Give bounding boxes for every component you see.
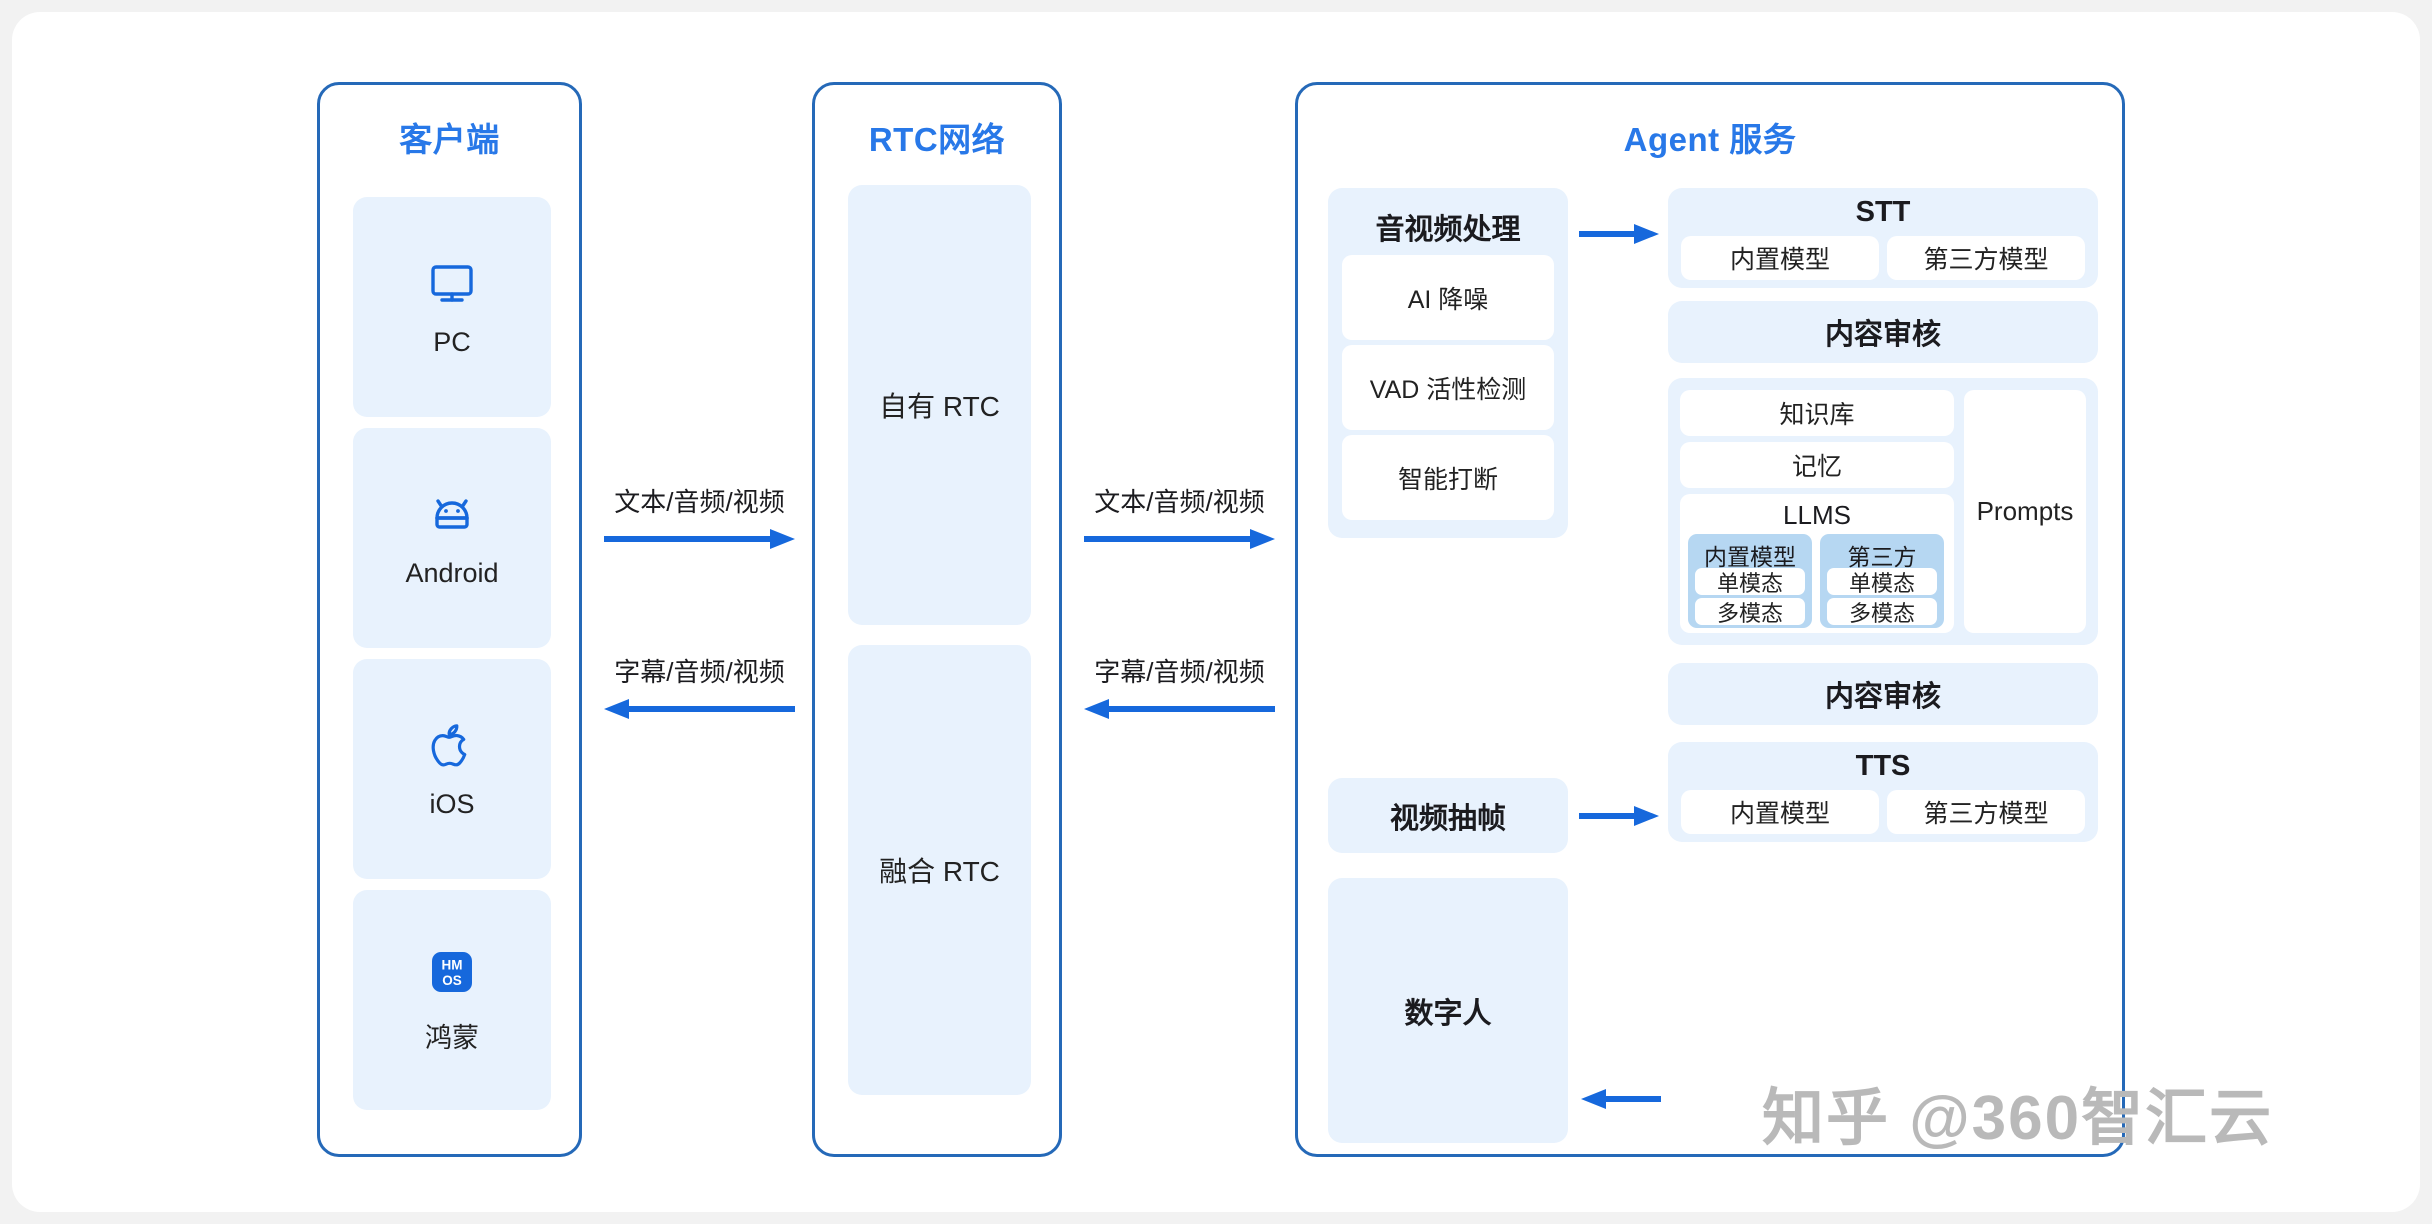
- internal-arrow-av-to-stt: [1579, 224, 1659, 244]
- core-group: 知识库 记忆 LLMS 内置模型 单模态 多模态 第三方: [1668, 378, 2098, 645]
- content-audit-top-label: 内容审核: [1824, 319, 1941, 351]
- arrow-right-icon: [1084, 529, 1275, 549]
- tts-item-thirdparty[interactable]: 第三方模型: [1887, 790, 2085, 834]
- arrow-left-icon: [1084, 699, 1275, 719]
- digital-human-tile[interactable]: 数字人: [1328, 878, 1568, 1143]
- apple-icon: [426, 719, 478, 771]
- core-item-memory[interactable]: 记忆: [1680, 442, 1954, 488]
- content-audit-bottom-tile[interactable]: 内容审核: [1668, 663, 2098, 725]
- stt-item-builtin[interactable]: 内置模型: [1681, 236, 1879, 280]
- av-processing-item-vad[interactable]: VAD 活性检测: [1342, 345, 1554, 430]
- core-item-label: 知识库: [1779, 401, 1855, 429]
- llms-item-label: 单模态: [1716, 570, 1783, 596]
- client-device-pc[interactable]: PC: [353, 197, 551, 417]
- av-processing-item-interrupt[interactable]: 智能打断: [1342, 435, 1554, 520]
- client-panel-title: 客户端: [399, 121, 500, 158]
- av-processing-item-label: VAD 活性检测: [1369, 375, 1527, 404]
- llms-item-label: 多模态: [1848, 600, 1915, 626]
- av-processing-item-label: 智能打断: [1397, 465, 1498, 494]
- rtc-tile-own[interactable]: 自有 RTC: [848, 185, 1031, 625]
- llms-builtin-item-single[interactable]: 单模态: [1695, 568, 1805, 596]
- stt-group: STT 内置模型 第三方模型: [1668, 188, 2098, 288]
- video-frame-extraction-label: 视频抽帧: [1389, 802, 1506, 835]
- harmonyos-icon: HM OS: [426, 946, 478, 998]
- llms-thirdparty-item-multi[interactable]: 多模态: [1827, 598, 1937, 626]
- core-item-knowledge-base[interactable]: 知识库: [1680, 390, 1954, 436]
- rtc-panel-title: RTC网络: [868, 121, 1006, 158]
- llms-heading: LLMS: [1783, 500, 1851, 530]
- watermark: 知乎 @360智汇云: [1762, 1084, 2274, 1153]
- diagram-canvas: 客户端 PC: [12, 12, 2420, 1212]
- llms-item-label: 多模态: [1716, 600, 1783, 626]
- client-panel: 客户端 PC: [317, 82, 582, 1157]
- av-processing-group: 音视频处理 AI 降噪 VAD 活性检测 智能打断: [1328, 188, 1568, 538]
- tts-heading: TTS: [1855, 750, 1911, 782]
- tts-group: TTS 内置模型 第三方模型: [1668, 742, 2098, 842]
- agent-panel-title: Agent 服务: [1623, 121, 1797, 158]
- svg-text:OS: OS: [442, 973, 462, 988]
- llms-item-label: 单模态: [1848, 570, 1915, 596]
- llms-group-builtin: 内置模型 单模态 多模态: [1688, 534, 1812, 628]
- client-device-label: PC: [433, 326, 471, 357]
- llms-thirdparty-item-single[interactable]: 单模态: [1827, 568, 1937, 596]
- tts-item-builtin[interactable]: 内置模型: [1681, 790, 1879, 834]
- agent-panel: Agent 服务 音视频处理 AI 降噪 VAD 活性检测 智能打断 视频抽帧 …: [1295, 82, 2125, 1157]
- rtc-tile-label: 融合 RTC: [879, 856, 1000, 887]
- av-processing-item-label: AI 降噪: [1407, 285, 1489, 314]
- content-audit-bottom-label: 内容审核: [1824, 681, 1941, 713]
- llms-group-builtin-heading: 内置模型: [1704, 544, 1796, 570]
- client-device-harmonyos[interactable]: HM OS 鸿蒙: [353, 890, 551, 1110]
- stt-heading: STT: [1855, 196, 1911, 228]
- digital-human-label: 数字人: [1404, 997, 1492, 1030]
- connector-label: 字幕/音频/视频: [1094, 657, 1265, 687]
- client-device-label: iOS: [429, 788, 475, 819]
- av-processing-heading: 音视频处理: [1375, 214, 1521, 246]
- android-icon: [426, 488, 478, 540]
- client-device-ios[interactable]: iOS: [353, 659, 551, 879]
- rtc-tile-label: 自有 RTC: [879, 391, 1000, 422]
- stt-item-label: 第三方模型: [1923, 246, 2049, 274]
- prompts-tile[interactable]: Prompts: [1964, 390, 2086, 633]
- internal-arrow-tts-to-digital-human: [1581, 1089, 1661, 1109]
- arrow-left-icon: [604, 699, 795, 719]
- tts-item-label: 第三方模型: [1923, 800, 2049, 828]
- connector-rtc-to-agent-backward: 字幕/音频/视频: [1082, 652, 1277, 722]
- connector-client-to-rtc-forward: 文本/音频/视频: [602, 482, 797, 552]
- connector-label: 文本/音频/视频: [1094, 487, 1265, 517]
- client-device-label: Android: [405, 557, 499, 588]
- llms-builtin-item-multi[interactable]: 多模态: [1695, 598, 1805, 626]
- monitor-icon: [426, 257, 478, 309]
- connector-rtc-to-agent-forward: 文本/音频/视频: [1082, 482, 1277, 552]
- llms-group-thirdparty-heading: 第三方: [1847, 544, 1917, 570]
- connector-client-to-rtc-backward: 字幕/音频/视频: [602, 652, 797, 722]
- llms-group: LLMS 内置模型 单模态 多模态 第三方 单模态: [1680, 494, 1954, 633]
- llms-group-thirdparty: 第三方 单模态 多模态: [1820, 534, 1944, 628]
- video-frame-extraction-tile[interactable]: 视频抽帧: [1328, 778, 1568, 853]
- internal-arrow-frames-to-llms: [1579, 806, 1659, 826]
- stt-item-thirdparty[interactable]: 第三方模型: [1887, 236, 2085, 280]
- rtc-tile-fusion[interactable]: 融合 RTC: [848, 645, 1031, 1095]
- av-processing-item-denoise[interactable]: AI 降噪: [1342, 255, 1554, 340]
- connector-label: 字幕/音频/视频: [614, 657, 785, 687]
- tts-item-label: 内置模型: [1729, 800, 1830, 828]
- prompts-label: Prompts: [1976, 496, 2074, 526]
- stt-item-label: 内置模型: [1729, 246, 1830, 274]
- svg-text:HM: HM: [442, 957, 463, 972]
- rtc-panel: RTC网络 自有 RTC 融合 RTC: [812, 82, 1062, 1157]
- connector-label: 文本/音频/视频: [614, 487, 785, 517]
- core-item-label: 记忆: [1791, 453, 1842, 481]
- client-device-android[interactable]: Android: [353, 428, 551, 648]
- client-device-label: 鸿蒙: [425, 1022, 479, 1053]
- arrow-right-icon: [604, 529, 795, 549]
- content-audit-top-tile[interactable]: 内容审核: [1668, 301, 2098, 363]
